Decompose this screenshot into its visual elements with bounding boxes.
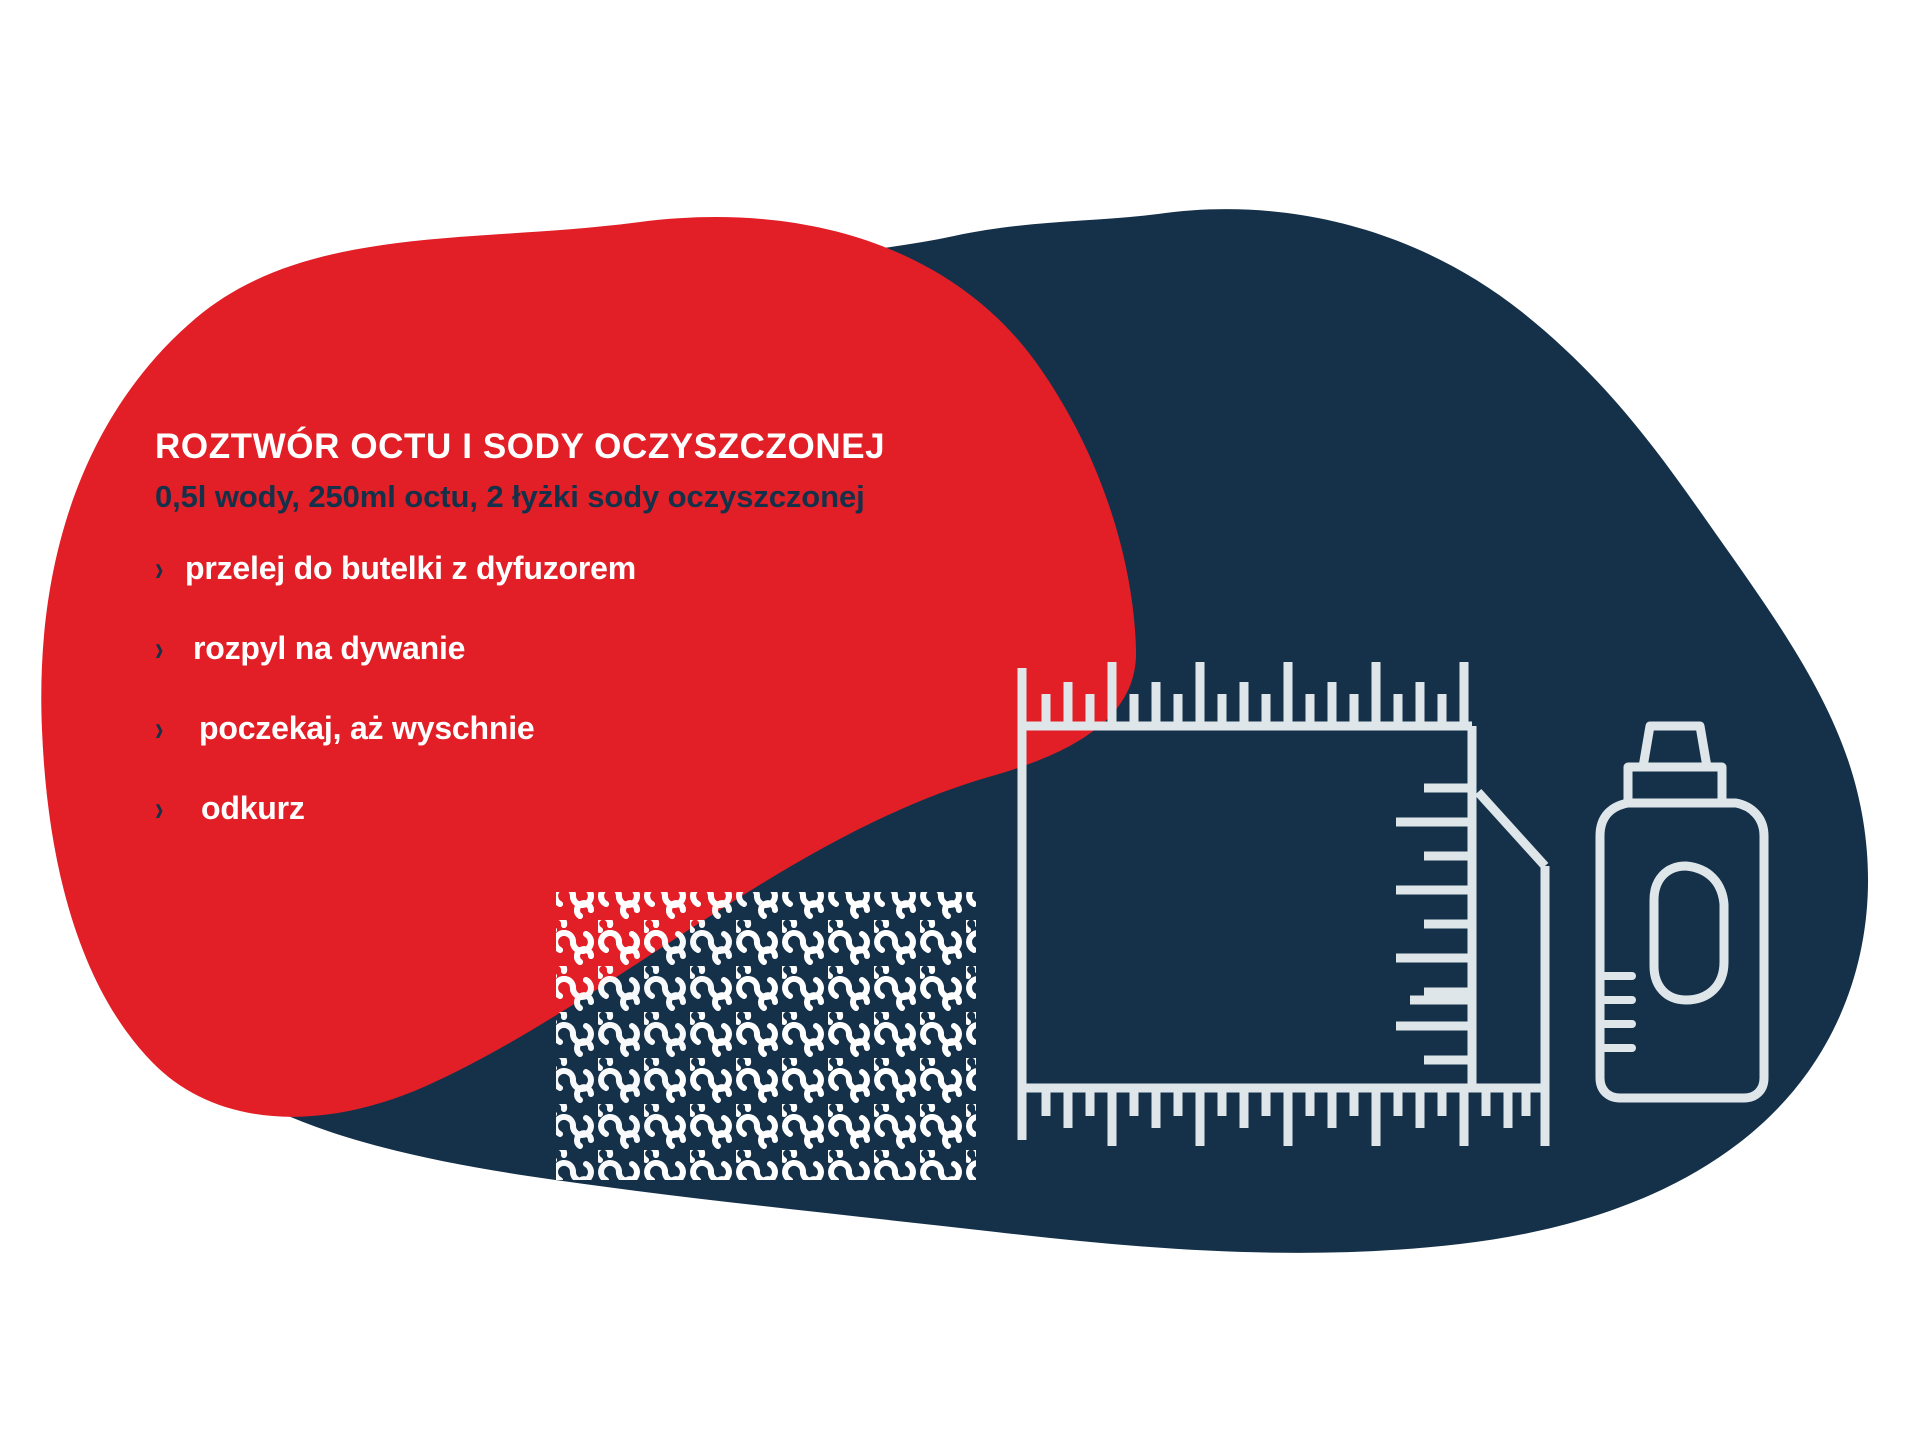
- step-label: przelej do butelki z dyfuzorem: [185, 549, 636, 586]
- rug-fringe-fold: [1396, 783, 1472, 1065]
- step-label: poczekaj, aż wyschnie: [199, 709, 535, 746]
- steps-list: › przelej do butelki z dyfuzorem › rozpy…: [155, 550, 1165, 826]
- list-item: › odkurz: [155, 790, 1165, 826]
- ingredients-line: 0,5l wody, 250ml octu, 2 łyżki sody oczy…: [155, 478, 865, 514]
- rug-fringe-top: [1017, 662, 1469, 726]
- detergent-bottle-icon: [1595, 721, 1769, 1103]
- page-title: ROZTWÓR OCTU I SODY OCZYSZCZONEJ: [155, 427, 886, 466]
- list-item: › poczekaj, aż wyschnie: [155, 710, 1165, 746]
- list-item: › przelej do butelki z dyfuzorem: [155, 550, 1165, 586]
- rug-fringe-bottom: [1017, 1088, 1550, 1146]
- recipe-card: ROZTWÓR OCTU I SODY OCZYSZCZONEJ 0,5l wo…: [155, 427, 1165, 827]
- red-blob: [41, 217, 1137, 1117]
- chevron-right-icon: ›: [155, 708, 164, 749]
- chevron-right-icon: ›: [155, 788, 164, 829]
- step-label: odkurz: [201, 789, 305, 826]
- chevron-right-icon: ›: [155, 628, 164, 669]
- chevron-right-icon: ›: [155, 548, 164, 589]
- list-item: › rozpyl na dywanie: [155, 630, 1165, 666]
- bottle-measure-ticks: [1596, 972, 1636, 1052]
- rug-icon: [1017, 662, 1550, 1146]
- step-label: rozpyl na dywanie: [193, 629, 466, 666]
